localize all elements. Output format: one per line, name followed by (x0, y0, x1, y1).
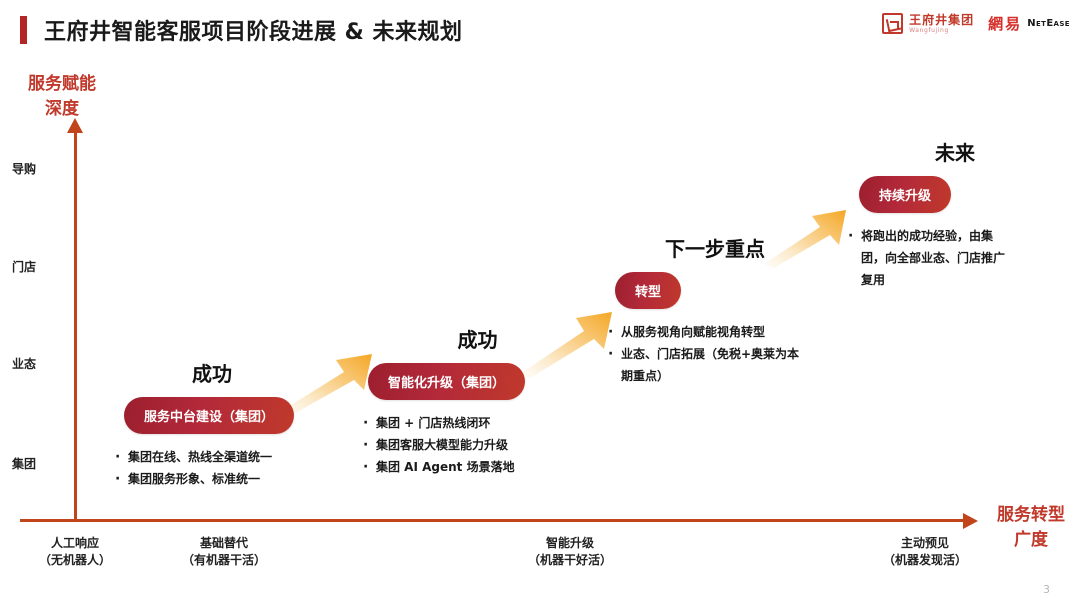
y-axis-arrowhead-icon (67, 118, 83, 133)
stage-1-pill-row: 服务中台建设（集团） (124, 397, 362, 434)
stage-4-pill-row: 持续升级 (859, 176, 1045, 213)
y-tick-label-2: 业态 (12, 357, 37, 371)
x-axis-title-line2: 广度 (1014, 529, 1048, 550)
stage-4-bullet-list: 将跑出的成功经验，由集团，向全部业态、门店推广复用 (845, 224, 1015, 292)
stage-block-2: 成功 智能化升级（集团） 集团 + 门店热线闭环 集团客服大模型能力升级 集团 … (360, 324, 595, 481)
stage-1-pill[interactable]: 服务中台建设（集团） (124, 397, 295, 434)
x-tick-label-0: 人工响应 （无机器人） (0, 535, 160, 570)
list-item: 集团服务形象、标准统一 (112, 467, 362, 493)
x-tick-3-line2: （机器发现活） (882, 553, 967, 568)
list-item: 从服务视角向赋能视角转型 (605, 320, 800, 346)
slide-header: 王府井智能客服项目阶段进展 & 未来规划 王府井集团 Wangfujing 網易… (0, 0, 1080, 58)
list-item: 集团在线、热线全渠道统一 (112, 445, 362, 471)
stage-1-bullet-list: 集团在线、热线全渠道统一 集团服务形象、标准统一 (112, 445, 362, 493)
netease-logo-cn: 網易 (988, 15, 1023, 33)
x-tick-label-2: 智能升级 （机器干好活） (485, 535, 655, 570)
x-tick-1-line1: 基础替代 (199, 536, 248, 550)
title-accent-bar (20, 16, 27, 44)
x-tick-2-line2: （机器干好活） (527, 553, 612, 568)
x-tick-label-3: 主动预见 （机器发现活） (840, 535, 1010, 570)
transition-arrow-1-icon (278, 348, 378, 418)
transition-arrow-3-icon (762, 205, 852, 270)
stage-4-heading: 未来 (935, 141, 975, 165)
stage-3-pill-row: 转型 (615, 272, 835, 309)
stage-2-pill[interactable]: 智能化升级（集团） (368, 363, 526, 400)
transition-arrow-2-icon (518, 305, 618, 380)
stage-4-pill[interactable]: 持续升级 (859, 176, 952, 213)
x-axis-line (20, 519, 965, 522)
x-axis-title-line1: 服务转型 (997, 505, 1065, 525)
list-item: 集团客服大模型能力升级 (360, 433, 595, 459)
stage-1-heading: 成功 (192, 362, 232, 386)
y-tick-label-3: 集团 (12, 457, 37, 471)
page-title: 王府井智能客服项目阶段进展 & 未来规划 (44, 20, 463, 45)
stage-block-4: 未来 持续升级 将跑出的成功经验，由集团，向全部业态、门店推广复用 (845, 137, 1045, 292)
x-tick-0-line1: 人工响应 (50, 536, 99, 550)
x-tick-2-line1: 智能升级 (545, 536, 594, 550)
stage-3-bullet-list: 从服务视角向赋能视角转型 业态、门店拓展（免税+奥莱为本期重点） (605, 320, 800, 388)
x-axis-arrowhead-icon (963, 513, 978, 529)
page-number: 3 (1043, 583, 1050, 596)
logo-group: 王府井集团 Wangfujing 網易 NetEase (882, 13, 1070, 34)
x-tick-label-1: 基础替代 （有机器干活） (139, 535, 309, 570)
wangfujing-logo-cn: 王府井集团 (909, 12, 975, 27)
stage-2-heading: 成功 (457, 328, 498, 352)
x-axis-title: 服务转型 广度 (988, 503, 1074, 552)
stage-3-pill[interactable]: 转型 (615, 272, 682, 309)
x-tick-3-line1: 主动预见 (900, 536, 949, 550)
list-item: 将跑出的成功经验，由集团，向全部业态、门店推广复用 (845, 224, 1015, 292)
list-item: 业态、门店拓展（免税+奥莱为本期重点） (605, 342, 800, 387)
netease-logo-en: NetEase (1027, 18, 1070, 29)
y-axis-title: 服务赋能 深度 (12, 72, 112, 121)
x-tick-1-line2: （有机器干活） (181, 553, 266, 568)
netease-logo: 網易 NetEase (988, 13, 1070, 34)
y-axis-line (74, 130, 77, 522)
list-item: 集团 + 门店热线闭环 (360, 411, 595, 437)
wangfujing-logo: 王府井集团 Wangfujing (882, 13, 974, 34)
stage-block-1: 成功 服务中台建设（集团） 集团在线、热线全渠道统一 集团服务形象、标准统一 (112, 358, 362, 493)
wangfujing-logo-text: 王府井集团 Wangfujing (909, 14, 974, 34)
stage-3-heading: 下一步重点 (665, 237, 765, 261)
wangfujing-logo-en: Wangfujing (909, 26, 949, 34)
stage-2-bullet-list: 集团 + 门店热线闭环 集团客服大模型能力升级 集团 AI Agent 场景落地 (360, 411, 595, 481)
y-tick-label-1: 门店 (12, 260, 37, 274)
y-axis-title-line1: 服务赋能 (28, 74, 96, 94)
y-axis-title-line2: 深度 (45, 98, 79, 119)
stage-2-pill-row: 智能化升级（集团） (368, 363, 595, 400)
stage-block-3: 下一步重点 转型 从服务视角向赋能视角转型 业态、门店拓展（免税+奥莱为本期重点… (605, 233, 835, 388)
list-item: 集团 AI Agent 场景落地 (360, 455, 595, 481)
y-tick-label-0: 导购 (12, 162, 37, 176)
x-tick-0-line2: （无机器人） (38, 553, 111, 568)
wangfujing-mark-icon (882, 13, 904, 34)
